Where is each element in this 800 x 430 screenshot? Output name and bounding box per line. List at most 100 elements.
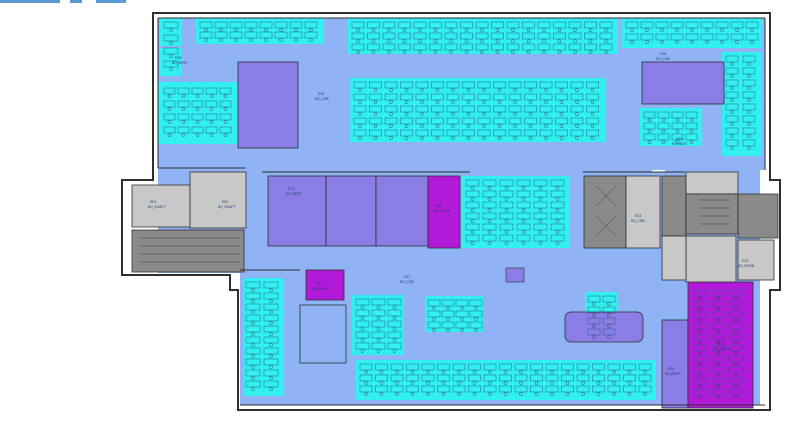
chair: [660, 40, 664, 44]
desk: [725, 139, 739, 147]
chair: [661, 129, 666, 133]
chair: [565, 392, 570, 396]
desk: [499, 363, 512, 371]
desk: [725, 67, 739, 75]
desk: [219, 113, 232, 121]
desk: [413, 32, 427, 40]
chair: [209, 120, 214, 124]
desk: [355, 309, 370, 317]
chair: [747, 62, 751, 66]
chair: [269, 321, 273, 325]
chair: [402, 39, 407, 43]
chair: [435, 88, 440, 92]
chair: [373, 136, 378, 140]
chair: [647, 129, 652, 133]
chair: [449, 28, 453, 32]
chair: [734, 384, 738, 388]
desk: [462, 81, 475, 89]
chair: [441, 370, 446, 374]
chair: [698, 329, 702, 333]
desk: [387, 320, 402, 328]
label-phone-right-code: E23: [742, 259, 748, 263]
chair: [402, 50, 407, 54]
desk: [390, 374, 404, 382]
desk: [431, 81, 444, 89]
chair: [497, 88, 502, 92]
desk: [441, 299, 455, 307]
chair: [219, 28, 223, 32]
desk: [499, 201, 514, 209]
desk: [245, 380, 261, 388]
chair: [716, 307, 720, 311]
chair: [279, 28, 283, 32]
chair: [379, 392, 384, 396]
desk: [205, 87, 218, 95]
desk: [685, 133, 698, 141]
chair: [169, 28, 173, 32]
desk: [355, 298, 370, 306]
label-core-right-name: KO_SHAFT: [218, 205, 236, 209]
chair: [698, 362, 702, 366]
desk: [586, 129, 599, 137]
desk: [191, 113, 204, 121]
desk: [163, 113, 176, 121]
desk: [427, 299, 441, 307]
desk: [400, 105, 413, 113]
desk: [586, 105, 599, 113]
chair: [526, 39, 531, 43]
desk: [506, 43, 520, 51]
desk: [570, 93, 584, 101]
desk: [729, 388, 743, 396]
desk: [576, 363, 590, 371]
chair: [360, 316, 365, 320]
chair: [392, 338, 397, 342]
chair: [630, 28, 634, 32]
desk: [655, 33, 669, 41]
chair: [410, 381, 415, 385]
chair: [581, 370, 585, 374]
desk: [462, 93, 475, 101]
chair: [482, 124, 486, 128]
chair: [575, 136, 579, 140]
chair: [195, 120, 200, 124]
desk: [570, 105, 584, 113]
desk: [441, 321, 455, 329]
chair: [466, 112, 471, 116]
desk: [561, 363, 574, 371]
desk: [205, 113, 218, 121]
desk: [390, 385, 404, 393]
desk: [452, 363, 466, 371]
chair: [426, 392, 430, 396]
desk: [367, 43, 380, 51]
chair: [544, 100, 548, 104]
chair: [555, 208, 560, 212]
chair: [604, 28, 608, 32]
desk: [205, 126, 218, 134]
chair: [371, 39, 376, 43]
label-corridor-top-code: E26: [318, 92, 324, 96]
desk: [245, 325, 261, 333]
chair: [689, 118, 694, 122]
chair: [538, 197, 543, 201]
desk: [693, 333, 707, 341]
chair: [592, 302, 596, 306]
chair: [698, 340, 702, 344]
chair: [472, 370, 477, 374]
desk: [493, 81, 506, 89]
chair: [389, 124, 393, 128]
chair: [504, 241, 509, 245]
desk: [446, 117, 460, 125]
desk: [539, 105, 553, 113]
desk: [568, 21, 582, 29]
desk: [427, 310, 441, 318]
chair: [195, 107, 200, 111]
desk: [625, 33, 639, 41]
chair: [504, 230, 509, 234]
desk: [482, 201, 497, 209]
desk: [516, 234, 531, 242]
chair: [488, 381, 492, 385]
chair: [395, 392, 399, 396]
chair: [588, 39, 593, 43]
chair: [660, 28, 664, 32]
chair: [534, 392, 539, 396]
